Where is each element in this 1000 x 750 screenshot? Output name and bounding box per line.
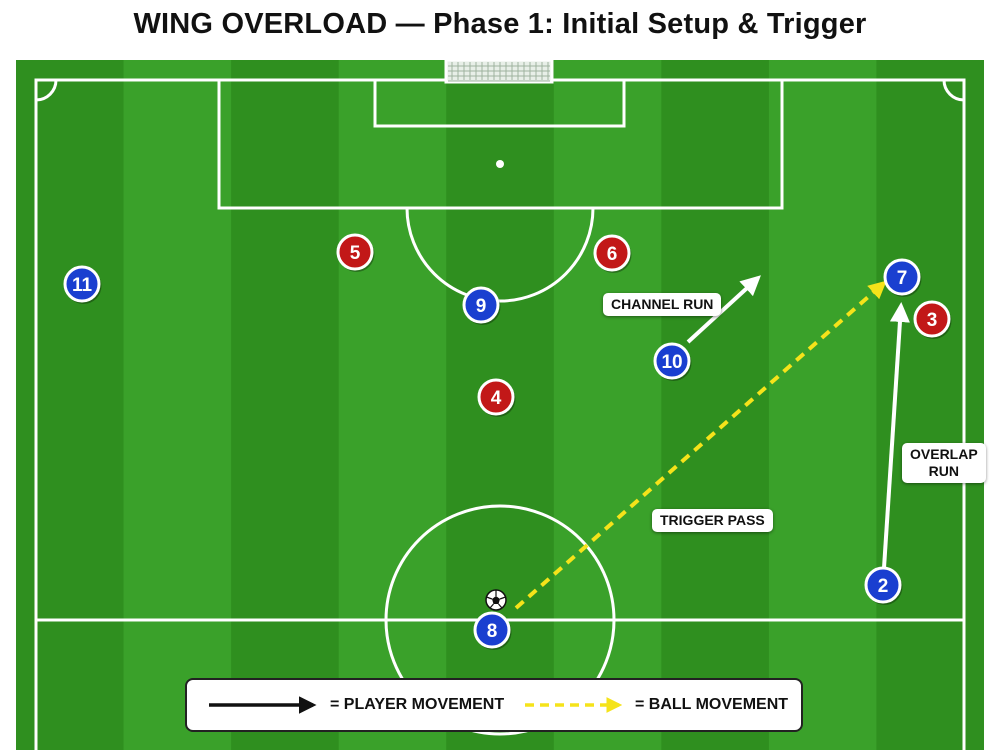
penalty-arc — [405, 207, 595, 303]
channel-run-label: CHANNEL RUN — [603, 293, 722, 316]
attacker-player-9: 9 — [462, 286, 501, 325]
pitch-stripe — [553, 60, 662, 750]
pitch-stripe — [338, 60, 447, 750]
attacker-player-8: 8 — [473, 611, 512, 650]
player-number: 10 — [661, 352, 682, 373]
attacker-player-2: 2 — [864, 566, 903, 605]
defender-player-3: 3 — [913, 300, 952, 339]
player-number: 4 — [491, 388, 502, 409]
pitch-stripe — [661, 60, 770, 750]
pitch: 11 9 10 7 2 8 5 6 4 3 — [16, 60, 984, 750]
player-number: 6 — [607, 244, 618, 265]
centre-circle — [384, 504, 616, 736]
attacker-player-11: 11 — [63, 265, 102, 304]
corner-arc-right — [942, 79, 965, 102]
legend: = PLAYER MOVEMENT = BALL MOVEMENT — [185, 678, 803, 732]
player-number: 11 — [72, 275, 93, 296]
legend-symbols — [209, 696, 623, 714]
pitch-stripe — [231, 60, 340, 750]
penalty-spot — [496, 160, 504, 168]
channel-run-arrow — [686, 275, 761, 344]
goal-net — [444, 60, 554, 84]
overlap-run-arrow — [882, 302, 910, 569]
legend-player-movement: = PLAYER MOVEMENT — [330, 696, 505, 713]
legend-ball-movement: = BALL MOVEMENT — [635, 696, 789, 713]
overlap-run-label: OVERLAP RUN — [902, 443, 986, 483]
players-layer: 11 9 10 7 2 8 5 6 4 3 — [63, 233, 952, 650]
pitch-stripe — [768, 60, 877, 750]
player-number: 3 — [927, 310, 938, 331]
player-number: 2 — [878, 576, 889, 597]
corner-arc-left — [35, 79, 58, 102]
pitch-stripe — [16, 60, 125, 750]
trigger-pass-label: TRIGGER PASS — [652, 509, 773, 532]
player-number: 7 — [897, 268, 908, 289]
attacker-player-10: 10 — [653, 342, 692, 381]
attacker-player-7: 7 — [883, 258, 922, 297]
pitch-area: 11 9 10 7 2 8 5 6 4 3 CHANNEL RUN OVERLAP RUN TRI… — [16, 60, 986, 750]
pitch-stripe — [123, 60, 232, 750]
diagram-title: WING OVERLOAD — Phase 1: Initial Setup &… — [133, 8, 867, 40]
player-number: 5 — [350, 243, 361, 264]
player-number: 8 — [487, 621, 498, 642]
soccer-ball-icon — [485, 589, 507, 611]
defender-player-4: 4 — [477, 378, 516, 417]
trigger-pass-arrow — [514, 280, 887, 610]
player-number: 9 — [476, 296, 487, 317]
defender-player-6: 6 — [593, 234, 632, 273]
defender-player-5: 5 — [336, 233, 375, 272]
